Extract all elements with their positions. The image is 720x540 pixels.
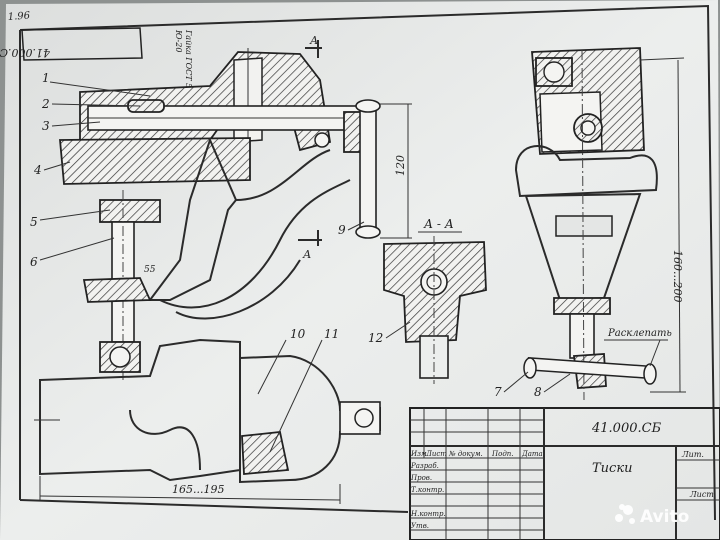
side-view: 160...200 Расклепать [514, 47, 686, 401]
callout-6: 6 [30, 255, 38, 269]
tb-lit: Лит. [681, 450, 704, 459]
tb-row-utv: Утв. [411, 522, 429, 530]
tb-row-tkontr: Т.контр. [411, 486, 444, 494]
tb-row-razrab: Разраб. [410, 462, 439, 470]
section-mark-bottom: А [302, 248, 311, 261]
callout-11: 11 [324, 327, 339, 341]
code-stamp-box [21, 27, 143, 61]
section-mark-top: А [309, 34, 318, 47]
tb-row-prov: Пров. [410, 474, 432, 482]
tb-header-list: Лист [425, 450, 447, 458]
tb-list: Лист [689, 490, 714, 499]
tb-header-izm: Изм. [410, 450, 429, 458]
callout-9: 9 [338, 223, 346, 237]
rasklepat-note: Расклепать [607, 328, 672, 339]
tb-part-name: Тиски [592, 461, 632, 476]
dim-165-195: 165...195 [172, 483, 224, 496]
callout-8: 8 [534, 385, 542, 399]
dim-120: 120 [394, 155, 407, 176]
callout-12: 12 [368, 331, 383, 345]
callout-2: 2 [41, 97, 50, 111]
plan-view: 165...195 [34, 338, 381, 504]
callout-1: 1 [42, 71, 50, 85]
tb-header-data: Дата [521, 450, 543, 458]
standard-label-2: Ю-20 [174, 29, 183, 52]
tb-row-nkontr: Н.контр. [410, 510, 446, 518]
section-a-a: А - А [383, 217, 487, 384]
callout-3: 3 [42, 119, 50, 133]
callout-5: 5 [30, 215, 38, 229]
doc-code-top: 41.000.СБ [0, 46, 51, 59]
drawing-frame [19, 4, 716, 521]
dim-55: 55 [144, 265, 156, 275]
tb-header-doc: № докум. [448, 450, 483, 458]
standard-label-1: Гайка ГОСТ 5915-70 [184, 29, 193, 116]
page-number: 1.96 [7, 10, 31, 23]
title-block: Изм. Лист № докум. Подп. Дата Разраб. Пр… [409, 407, 720, 540]
avito-watermark: Avito [615, 504, 689, 527]
callout-10: 10 [290, 327, 306, 341]
tb-doc-code: 41.000.СБ [591, 421, 662, 436]
callouts: 1 2 3 4 5 6 7 8 9 10 11 12 [30, 71, 571, 453]
front-view: 120 55 А А [59, 34, 412, 380]
watermark-text: Avito [640, 507, 689, 527]
callout-4: 4 [33, 163, 42, 177]
section-title: А - А [423, 217, 454, 231]
callout-7: 7 [494, 385, 502, 399]
dim-160-200: 160...200 [671, 250, 684, 302]
tb-header-podp: Подп. [491, 450, 514, 458]
